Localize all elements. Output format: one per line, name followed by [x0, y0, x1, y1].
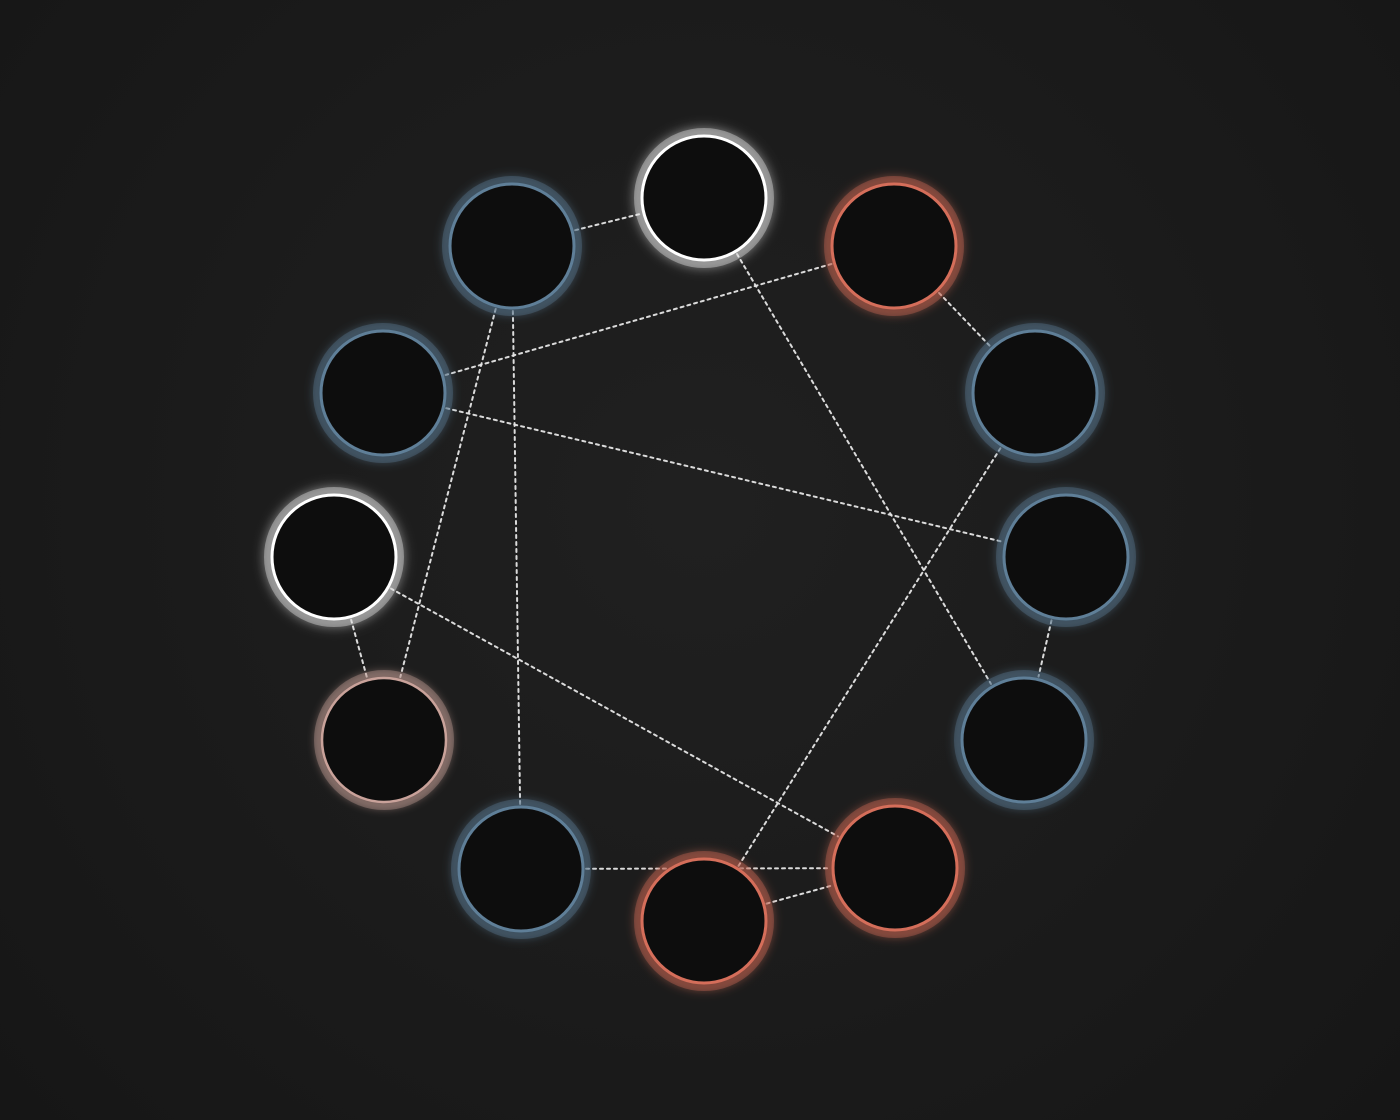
- node-n8: [451, 799, 591, 939]
- node-circle: [319, 329, 447, 457]
- node-n10: [264, 487, 404, 627]
- node-glow: [314, 670, 454, 810]
- node-circle: [640, 857, 768, 985]
- edges-layer: [350, 212, 1053, 905]
- node-circle: [830, 182, 958, 310]
- node-glow: [825, 798, 965, 938]
- node-circle: [831, 804, 959, 932]
- node-circle: [320, 676, 448, 804]
- node-glow: [442, 176, 582, 316]
- node-glow: [451, 799, 591, 939]
- node-glow: [954, 670, 1094, 810]
- node-n12: [442, 176, 582, 316]
- node-circle: [960, 676, 1088, 804]
- edge-n11-n4: [445, 407, 1004, 543]
- edge-n2-n11: [444, 263, 833, 376]
- edge-n7-n3: [737, 447, 1002, 867]
- edge-n10-n9: [350, 618, 368, 679]
- edge-n12-n9: [399, 307, 497, 679]
- node-circle: [971, 329, 1099, 457]
- node-n1: [634, 128, 774, 268]
- node-glow: [634, 851, 774, 991]
- node-circle: [640, 134, 768, 262]
- edge-n2-n3: [938, 291, 991, 348]
- nodes-layer: [264, 128, 1136, 991]
- node-circle: [457, 805, 585, 933]
- edge-n7-n6: [765, 884, 834, 905]
- edge-n10-n6: [389, 587, 840, 838]
- node-glow: [264, 487, 404, 627]
- node-glow: [313, 323, 453, 463]
- node-n6: [825, 798, 965, 938]
- node-circle: [448, 182, 576, 310]
- edge-n12-n8: [511, 310, 522, 805]
- node-circle: [270, 493, 398, 621]
- node-glow: [634, 128, 774, 268]
- node-n7: [634, 851, 774, 991]
- node-glow: [996, 487, 1136, 627]
- edge-n4-n5: [1037, 619, 1053, 678]
- edge-n12-n1: [574, 212, 642, 232]
- node-n11: [313, 323, 453, 463]
- edge-n1-n5: [736, 253, 992, 685]
- node-glow: [965, 323, 1105, 463]
- node-n5: [954, 670, 1094, 810]
- node-glow: [824, 176, 964, 316]
- node-n4: [996, 487, 1136, 627]
- node-circle: [1002, 493, 1130, 621]
- node-n3: [965, 323, 1105, 463]
- node-n2: [824, 176, 964, 316]
- node-n9: [314, 670, 454, 810]
